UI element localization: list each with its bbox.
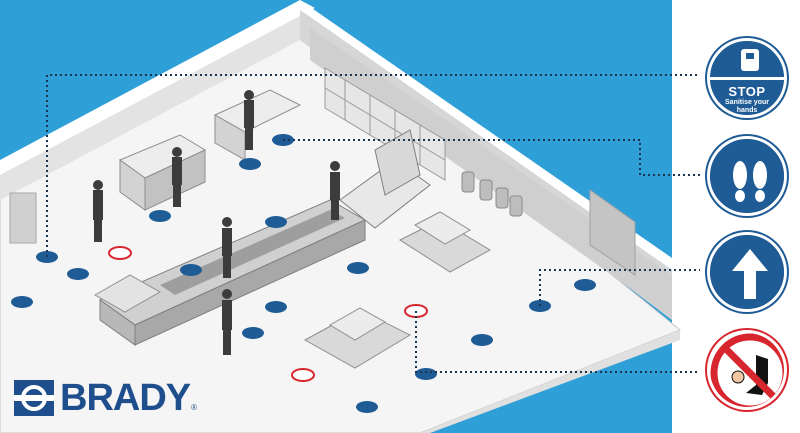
right-wall-face <box>310 28 672 318</box>
back-wall-top-edge <box>0 0 315 175</box>
barrels <box>461 171 523 217</box>
arrow-up-icon <box>710 235 784 309</box>
conveyor-line <box>98 199 367 346</box>
stop-hand-prohibition-icon <box>710 333 784 407</box>
right-wall-top-edge <box>300 0 672 270</box>
sign-sanitise-hands: STOP Sanitise your hands <box>707 38 787 118</box>
callout-lines <box>46 74 700 373</box>
pallet-boxes-front <box>303 307 412 369</box>
registered-mark: ® <box>191 403 198 412</box>
sign-sanitise-title: STOP <box>728 84 766 99</box>
pallet-boxes-left <box>93 274 162 313</box>
brady-logo: BRADY ® <box>14 378 197 418</box>
pallet-boxes-right <box>398 211 492 273</box>
door-right <box>589 189 636 276</box>
hand-sanitiser-icon <box>741 49 759 71</box>
sign-no-entry <box>707 330 787 410</box>
back-wall-left <box>0 10 300 200</box>
sign-direction-arrow <box>707 232 787 312</box>
door-left <box>9 192 37 244</box>
cnc-machine <box>339 129 431 229</box>
sign-footprints <box>707 136 787 216</box>
brady-logo-icon <box>14 380 54 416</box>
brand-name: BRADY <box>60 377 191 419</box>
sign-sanitise-subtitle: Sanitise your hands <box>725 99 769 114</box>
worker-figures <box>93 90 340 355</box>
footprints-icon <box>710 139 784 213</box>
